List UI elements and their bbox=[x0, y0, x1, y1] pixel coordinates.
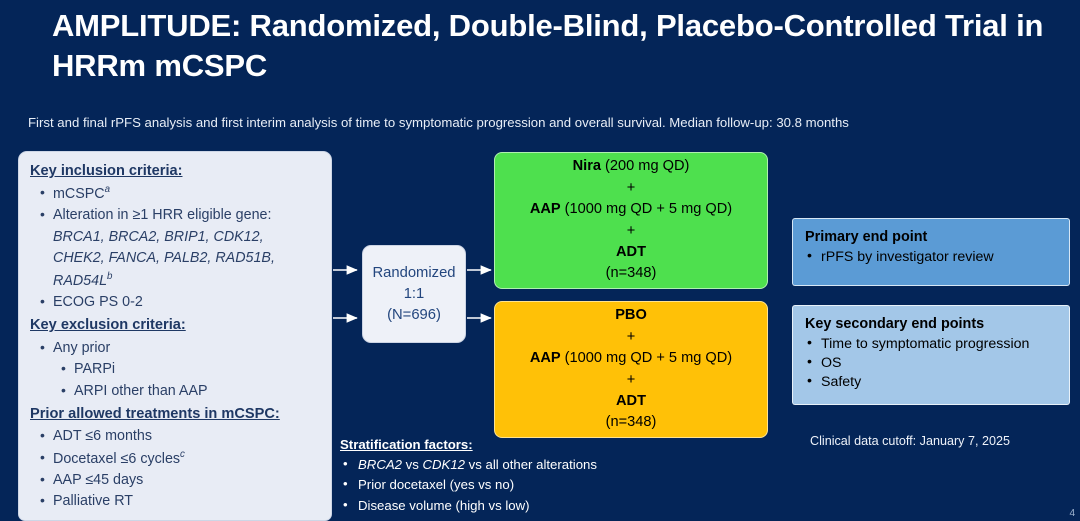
list-item: ADT ≤6 months bbox=[29, 425, 321, 446]
list-item: ECOG PS 0-2 bbox=[29, 291, 321, 312]
list-item: ARPI other than AAP bbox=[29, 379, 321, 401]
arm-combo-name: AAP bbox=[529, 350, 561, 367]
randomization-total-n: (N=696) bbox=[387, 306, 441, 323]
arm-backbone: ADT bbox=[616, 242, 646, 263]
arm-patient-count: (n=348) bbox=[605, 414, 657, 431]
list-item: Safety bbox=[805, 372, 1057, 392]
exclusion-criteria-list: Any prior PARPi ARPI other than AAP bbox=[29, 337, 321, 401]
primary-endpoint-title: Primary end point bbox=[805, 229, 928, 245]
inclusion-item-text: ECOG PS 0-2 bbox=[53, 293, 143, 310]
list-item: Docetaxel ≤6 cyclesc bbox=[29, 447, 321, 469]
arm-drug-dose: (200 mg QD) bbox=[600, 158, 690, 175]
list-item: mCSPCa bbox=[29, 182, 321, 204]
exclusion-criteria-heading: Key exclusion criteria: bbox=[30, 317, 186, 334]
list-item: Any prior bbox=[29, 337, 321, 358]
page-number: 4 bbox=[1069, 508, 1075, 519]
stratification-list: BRCA2 vs CDK12 vs all other alterations … bbox=[340, 454, 740, 516]
treatment-arm-placebo: PBO + AAP (1000 mg QD + 5 mg QD) + ADT (… bbox=[494, 301, 768, 438]
arm-patient-count: (n=348) bbox=[605, 265, 657, 282]
randomization-box: Randomized 1:1 (N=696) bbox=[362, 245, 466, 343]
inclusion-criteria-heading: Key inclusion criteria: bbox=[30, 163, 183, 179]
arm-drug-line: Nira (200 mg QD) bbox=[573, 156, 690, 177]
list-item: Prior docetaxel (yes vs no) bbox=[340, 474, 740, 495]
arm-combo-dose: (1000 mg QD + 5 mg QD) bbox=[560, 350, 733, 367]
randomization-line-1: Randomized bbox=[372, 264, 456, 281]
arm-drug-line: PBO bbox=[615, 305, 647, 326]
secondary-endpoint-list: Time to symptomatic progression OS Safet… bbox=[805, 334, 1057, 393]
arm-combo-name: AAP bbox=[529, 201, 561, 218]
gene-name: RAD54L bbox=[53, 272, 108, 289]
footnote-marker-c: c bbox=[180, 448, 185, 460]
secondary-endpoint-box: Key secondary end points Time to symptom… bbox=[792, 305, 1070, 405]
arm-plus-2: + bbox=[626, 222, 636, 239]
arm-drug-name: Nira bbox=[572, 158, 601, 175]
secondary-endpoint-title: Key secondary end points bbox=[805, 316, 985, 332]
gene-list-line: BRCA1, BRCA2, BRIP1, CDK12, bbox=[53, 228, 264, 245]
list-item: Disease volume (high vs low) bbox=[340, 495, 740, 516]
list-item: Alteration in ≥1 HRR eligible gene: bbox=[29, 204, 321, 225]
primary-endpoint-box: Primary end point rPFS by investigator r… bbox=[792, 218, 1070, 286]
gene-name: CDK12 bbox=[422, 457, 466, 473]
arm-backbone: ADT bbox=[616, 391, 646, 412]
strat-separator: vs bbox=[401, 457, 423, 473]
arm-backbone-name: ADT bbox=[616, 243, 646, 260]
gene-name: BRCA2 bbox=[358, 457, 402, 473]
list-item: OS bbox=[805, 353, 1057, 373]
list-item: Time to symptomatic progression bbox=[805, 334, 1057, 354]
randomization-ratio: 1:1 bbox=[403, 285, 425, 302]
list-item: BRCA2 vs CDK12 vs all other alterations bbox=[340, 454, 740, 475]
list-item: PARPi bbox=[29, 358, 321, 379]
arm-backbone-name: ADT bbox=[616, 392, 646, 409]
footnote-marker-b: b bbox=[107, 270, 113, 282]
inclusion-criteria-list: mCSPCa Alteration in ≥1 HRR eligible gen… bbox=[29, 182, 321, 312]
arm-combo-dose: (1000 mg QD + 5 mg QD) bbox=[560, 201, 733, 218]
page-title: AMPLITUDE: Randomized, Double-Blind, Pla… bbox=[52, 8, 1044, 83]
prior-treatments-heading: Prior allowed treatments in mCSPC: bbox=[30, 405, 280, 422]
arm-plus-1: + bbox=[626, 328, 636, 345]
prior-treatments-list: ADT ≤6 months Docetaxel ≤6 cyclesc AAP ≤… bbox=[29, 425, 321, 512]
list-item: AAP ≤45 days bbox=[29, 469, 321, 490]
data-cutoff-note: Clinical data cutoff: January 7, 2025 bbox=[810, 434, 1010, 448]
strat-tail: vs all other alterations bbox=[465, 457, 597, 473]
criteria-panel: Key inclusion criteria: mCSPCa Alteratio… bbox=[18, 151, 332, 521]
gene-list-line: RAD54Lb bbox=[29, 270, 321, 291]
arm-plus-2: + bbox=[626, 371, 636, 388]
stratification-factors: Stratification factors: BRCA2 vs CDK12 v… bbox=[340, 436, 740, 516]
arm-plus-1: + bbox=[626, 179, 636, 196]
list-item: rPFS by investigator review bbox=[805, 247, 1057, 267]
arm-drug-name: PBO bbox=[615, 307, 647, 324]
inclusion-item-text: Alteration in ≥1 HRR eligible gene: bbox=[53, 207, 272, 224]
gene-list-line: CHEK2, FANCA, PALB2, RAD51B, bbox=[53, 250, 275, 267]
slide-subtitle: First and final rPFS analysis and first … bbox=[28, 115, 849, 130]
treatment-arm-niraparib: Nira (200 mg QD) + AAP (1000 mg QD + 5 m… bbox=[494, 152, 768, 289]
prior-item-text: Docetaxel ≤6 cycles bbox=[53, 450, 181, 467]
stratification-title: Stratification factors: bbox=[340, 437, 473, 452]
arm-combo-line: AAP (1000 mg QD + 5 mg QD) bbox=[530, 199, 732, 220]
footnote-marker-a: a bbox=[104, 184, 111, 196]
inclusion-item-text: mCSPC bbox=[53, 186, 105, 202]
list-item: Palliative RT bbox=[29, 490, 321, 511]
primary-endpoint-list: rPFS by investigator review bbox=[805, 247, 1057, 267]
arm-combo-line: AAP (1000 mg QD + 5 mg QD) bbox=[530, 348, 732, 369]
